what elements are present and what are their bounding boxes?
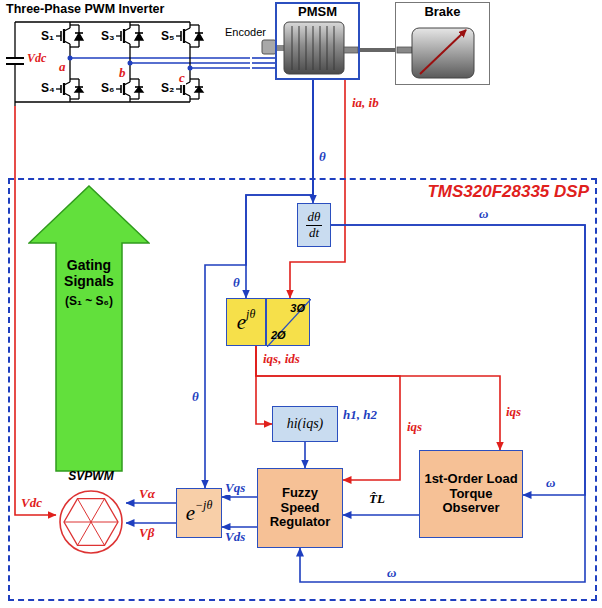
signal-label: h1, h2 <box>342 408 378 422</box>
brake-box: Brake <box>395 2 490 85</box>
signal-label: Vdc <box>20 496 43 510</box>
inverter-schematic <box>6 22 250 106</box>
signal-line <box>246 80 313 298</box>
signal-line <box>222 497 257 498</box>
signal-line <box>256 346 500 450</box>
signal-label: θ <box>232 276 241 290</box>
node-text: dt <box>309 226 319 241</box>
node-text: 2Ø <box>271 329 286 342</box>
phase-label: c <box>178 71 186 85</box>
node-text: 3Ø <box>290 302 305 315</box>
dsp-region: TMS320F28335 DSP Gating Signals (S₁ ~ S₆) d… <box>8 178 597 601</box>
switch-label: S₅ <box>160 30 176 43</box>
signal-path <box>252 67 275 69</box>
node-text: jθ <box>246 308 255 322</box>
signal-path <box>222 526 257 528</box>
switch-label: S₂ <box>160 82 175 95</box>
node-text: e <box>186 501 195 525</box>
motor-box: PMSM <box>275 2 360 80</box>
signal-path <box>304 442 306 468</box>
node-text: −jθ <box>195 499 212 513</box>
inverse-rotation-box: e−jθ <box>176 488 222 538</box>
signal-label: iqs, ids <box>262 352 301 366</box>
signal-label: T̂L <box>368 492 386 506</box>
signal-label: iqs <box>505 405 522 419</box>
node-text: Three-Phase PWM Inverter <box>6 2 164 16</box>
signal-label: θ <box>191 390 200 404</box>
signal-path <box>343 514 419 516</box>
transform-box: 3Ø 2Ø <box>266 298 310 346</box>
signal-path <box>246 80 313 298</box>
node-text: hi(iqs) <box>287 416 324 432</box>
node-text: TMS320F28335 DSP <box>427 182 589 202</box>
voltage-label: Vdc <box>26 52 47 65</box>
node-text: Gating Signals <box>56 257 122 289</box>
part-label: Encoder <box>224 26 267 38</box>
signal-path <box>126 502 176 504</box>
node-text: SVPWM <box>68 470 113 484</box>
signal-label: Vqs <box>224 481 246 495</box>
signal-line <box>15 106 56 515</box>
switch-label: S₆ <box>100 82 115 95</box>
signal-path <box>222 496 257 498</box>
switch-label: S₁ <box>40 30 55 43</box>
signal-path <box>252 62 275 64</box>
signal-line <box>126 503 176 504</box>
signal-label: θ <box>318 150 327 164</box>
controller-box: Fuzzy Speed Regulator <box>257 468 343 548</box>
node-text: e <box>237 310 246 334</box>
observer-box: 1st-Order Load Torque Observer <box>419 450 523 538</box>
signal-path <box>360 48 395 52</box>
gain-function-box: hi(iqs) <box>272 406 338 442</box>
signal-path <box>290 80 345 298</box>
signal-label: Vα <box>138 487 156 501</box>
signal-line <box>305 442 306 468</box>
signal-label: ω <box>545 476 556 490</box>
signal-label: ia, ib <box>351 96 380 110</box>
signal-path <box>15 106 56 515</box>
signal-line <box>360 50 395 51</box>
node-text: PMSM <box>296 5 339 20</box>
node-text: (S₁ ~ S₆) <box>65 295 113 309</box>
node-text: 1st-Order Load Torque Observer <box>423 472 519 517</box>
switch-label: S₄ <box>40 82 56 95</box>
signal-line <box>343 515 419 516</box>
signal-path <box>252 57 275 59</box>
rotation-box: ejθ <box>226 298 266 346</box>
signal-line <box>290 80 345 298</box>
signal-label: Vβ <box>138 526 155 540</box>
svpwm-block: SVPWM <box>56 470 126 556</box>
signal-path <box>126 522 176 524</box>
signal-label: iqs <box>406 420 423 434</box>
signal-label: Vds <box>224 530 246 544</box>
derivative-box: dθdt <box>297 203 331 247</box>
signal-label: ω <box>478 207 489 221</box>
signal-line <box>126 523 176 524</box>
arrow-shape <box>28 185 150 472</box>
signal-line <box>252 58 275 68</box>
signal-path <box>256 346 500 450</box>
switch-label: S₃ <box>100 30 116 43</box>
signal-label: ω <box>386 566 397 580</box>
gating-arrow: Gating Signals (S₁ ~ S₆) <box>28 185 150 472</box>
phase-label: b <box>118 66 127 80</box>
signal-path <box>256 346 400 480</box>
phase-label: a <box>58 60 67 74</box>
brake-drawing <box>397 28 474 78</box>
node-text: dθ <box>306 210 323 226</box>
signal-line <box>256 346 400 480</box>
node-text: Brake <box>424 5 460 20</box>
node-text: Fuzzy Speed Regulator <box>261 486 339 531</box>
signal-line <box>222 527 257 528</box>
